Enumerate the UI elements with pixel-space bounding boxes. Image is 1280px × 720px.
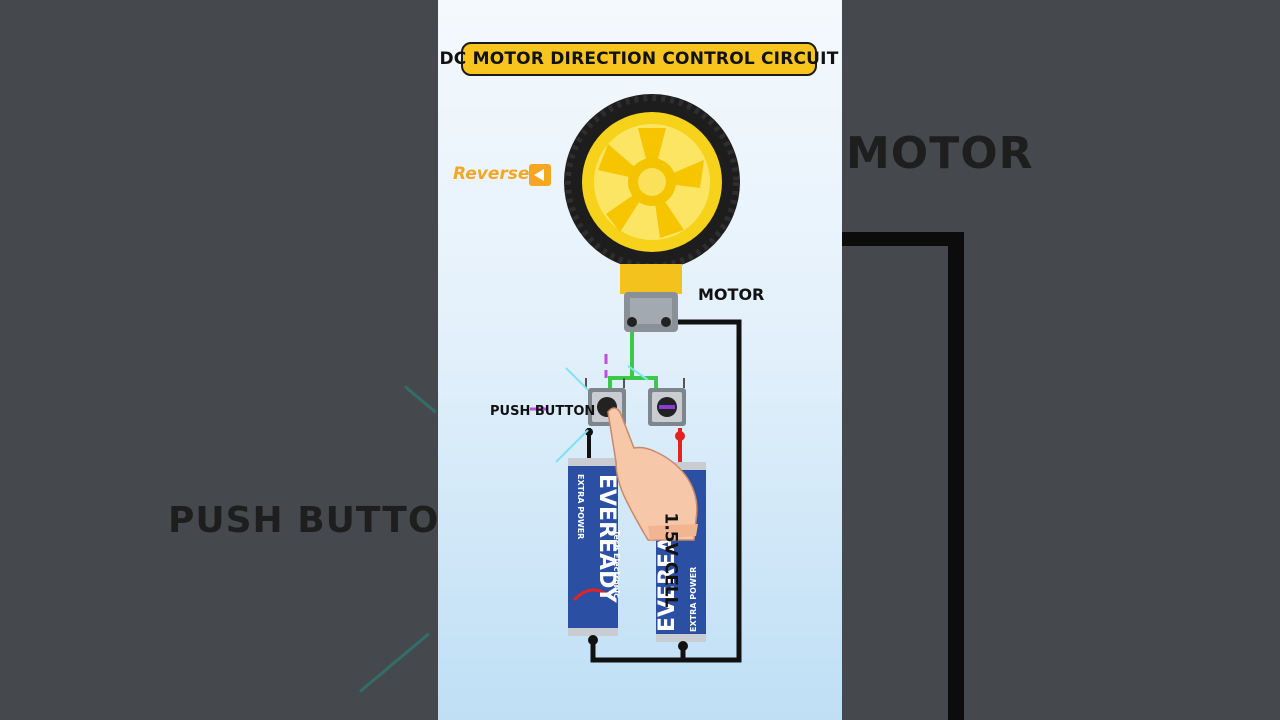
battery1-sub2: Tech Electronic [612, 530, 621, 598]
wire-green-buttons [608, 376, 658, 388]
hand-pointer-icon [607, 407, 698, 541]
battery2-sub1: EXTRA POWER [689, 567, 698, 632]
cell-label: 1.5V CELL [660, 512, 681, 608]
push-button-label: PUSH BUTTON [490, 404, 596, 419]
battery1-brand: EVEREADY [594, 474, 619, 604]
reverse-label: Reverse [453, 164, 530, 184]
circuit-diagram: EVEREADY EXTRA POWER Tech Electronic EVE… [530, 94, 742, 663]
push-button-icon [585, 378, 626, 426]
wheel-icon [564, 94, 740, 270]
reverse-arrow-icon [529, 164, 551, 186]
spark-dashes [530, 354, 608, 411]
background-left [0, 0, 438, 720]
background-push-button-text: PUSH BUTTON [168, 500, 471, 541]
push-button-icon [648, 378, 686, 426]
motor-icon [620, 264, 682, 332]
diagram-panel: DC MOTOR DIRECTION CONTROL CIRCUIT Rever… [438, 0, 842, 720]
background-wire-h [842, 232, 964, 246]
background-motor-text: MOTOR [846, 128, 1034, 179]
wire-black-motor-return [590, 319, 742, 663]
page-title: DC MOTOR DIRECTION CONTROL CIRCUIT [439, 49, 839, 69]
motor-label: MOTOR [698, 285, 765, 304]
background-wire-v [948, 232, 964, 720]
battery-icon: EVEREADY EXTRA POWER Tech Electronic [568, 458, 621, 645]
title-banner: DC MOTOR DIRECTION CONTROL CIRCUIT [440, 42, 838, 76]
battery1-sub1: EXTRA POWER [576, 474, 585, 539]
background-right [842, 0, 1280, 720]
